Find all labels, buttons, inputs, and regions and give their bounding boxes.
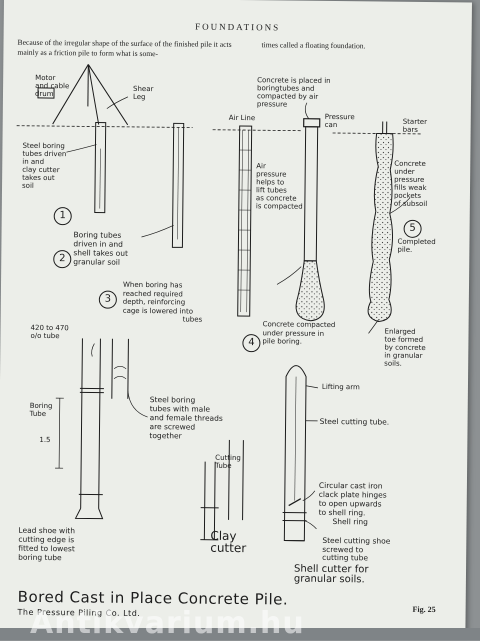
- step-number-1: 1: [53, 204, 72, 226]
- reinforcing-cage-tube: [237, 125, 253, 317]
- label-steel-cutting-tube: Steel cutting tube.: [319, 416, 390, 427]
- tripod-rig: [37, 64, 129, 126]
- completed-pile: [367, 121, 394, 322]
- label-air-line: Air Line: [228, 113, 256, 123]
- step-number-3: 3: [98, 287, 117, 309]
- pile-diagram: [16, 64, 423, 542]
- ground-line: [16, 125, 423, 135]
- caption-credit: The Pressure Piling Co. Ltd.: [17, 607, 141, 619]
- label-shell-ring: Shell ring: [332, 517, 368, 527]
- pressure-can-tube: [295, 118, 325, 322]
- shell-cutter-drawing: [282, 365, 307, 542]
- pointer-lines: [66, 96, 411, 530]
- figure-number: Fig. 25: [412, 604, 436, 615]
- boring-tube-step1: [94, 122, 107, 214]
- tube-detail: [55, 338, 129, 520]
- scan-background-strip: [0, 628, 480, 640]
- step-number-4: 4: [242, 330, 261, 353]
- label-ratio: 1.5: [39, 435, 51, 445]
- boring-tube-step2: [171, 122, 185, 248]
- book-page: FOUNDATIONS Because of the irregular sha…: [0, 0, 472, 635]
- clay-cutter-drawing: [200, 439, 244, 541]
- step-number-2: 2: [53, 246, 72, 269]
- caption-title: Bored Cast in Place Concrete Pile.: [17, 587, 289, 609]
- label-lifting-arm: Lifting arm: [321, 382, 360, 392]
- step-number-5: 5: [403, 216, 422, 238]
